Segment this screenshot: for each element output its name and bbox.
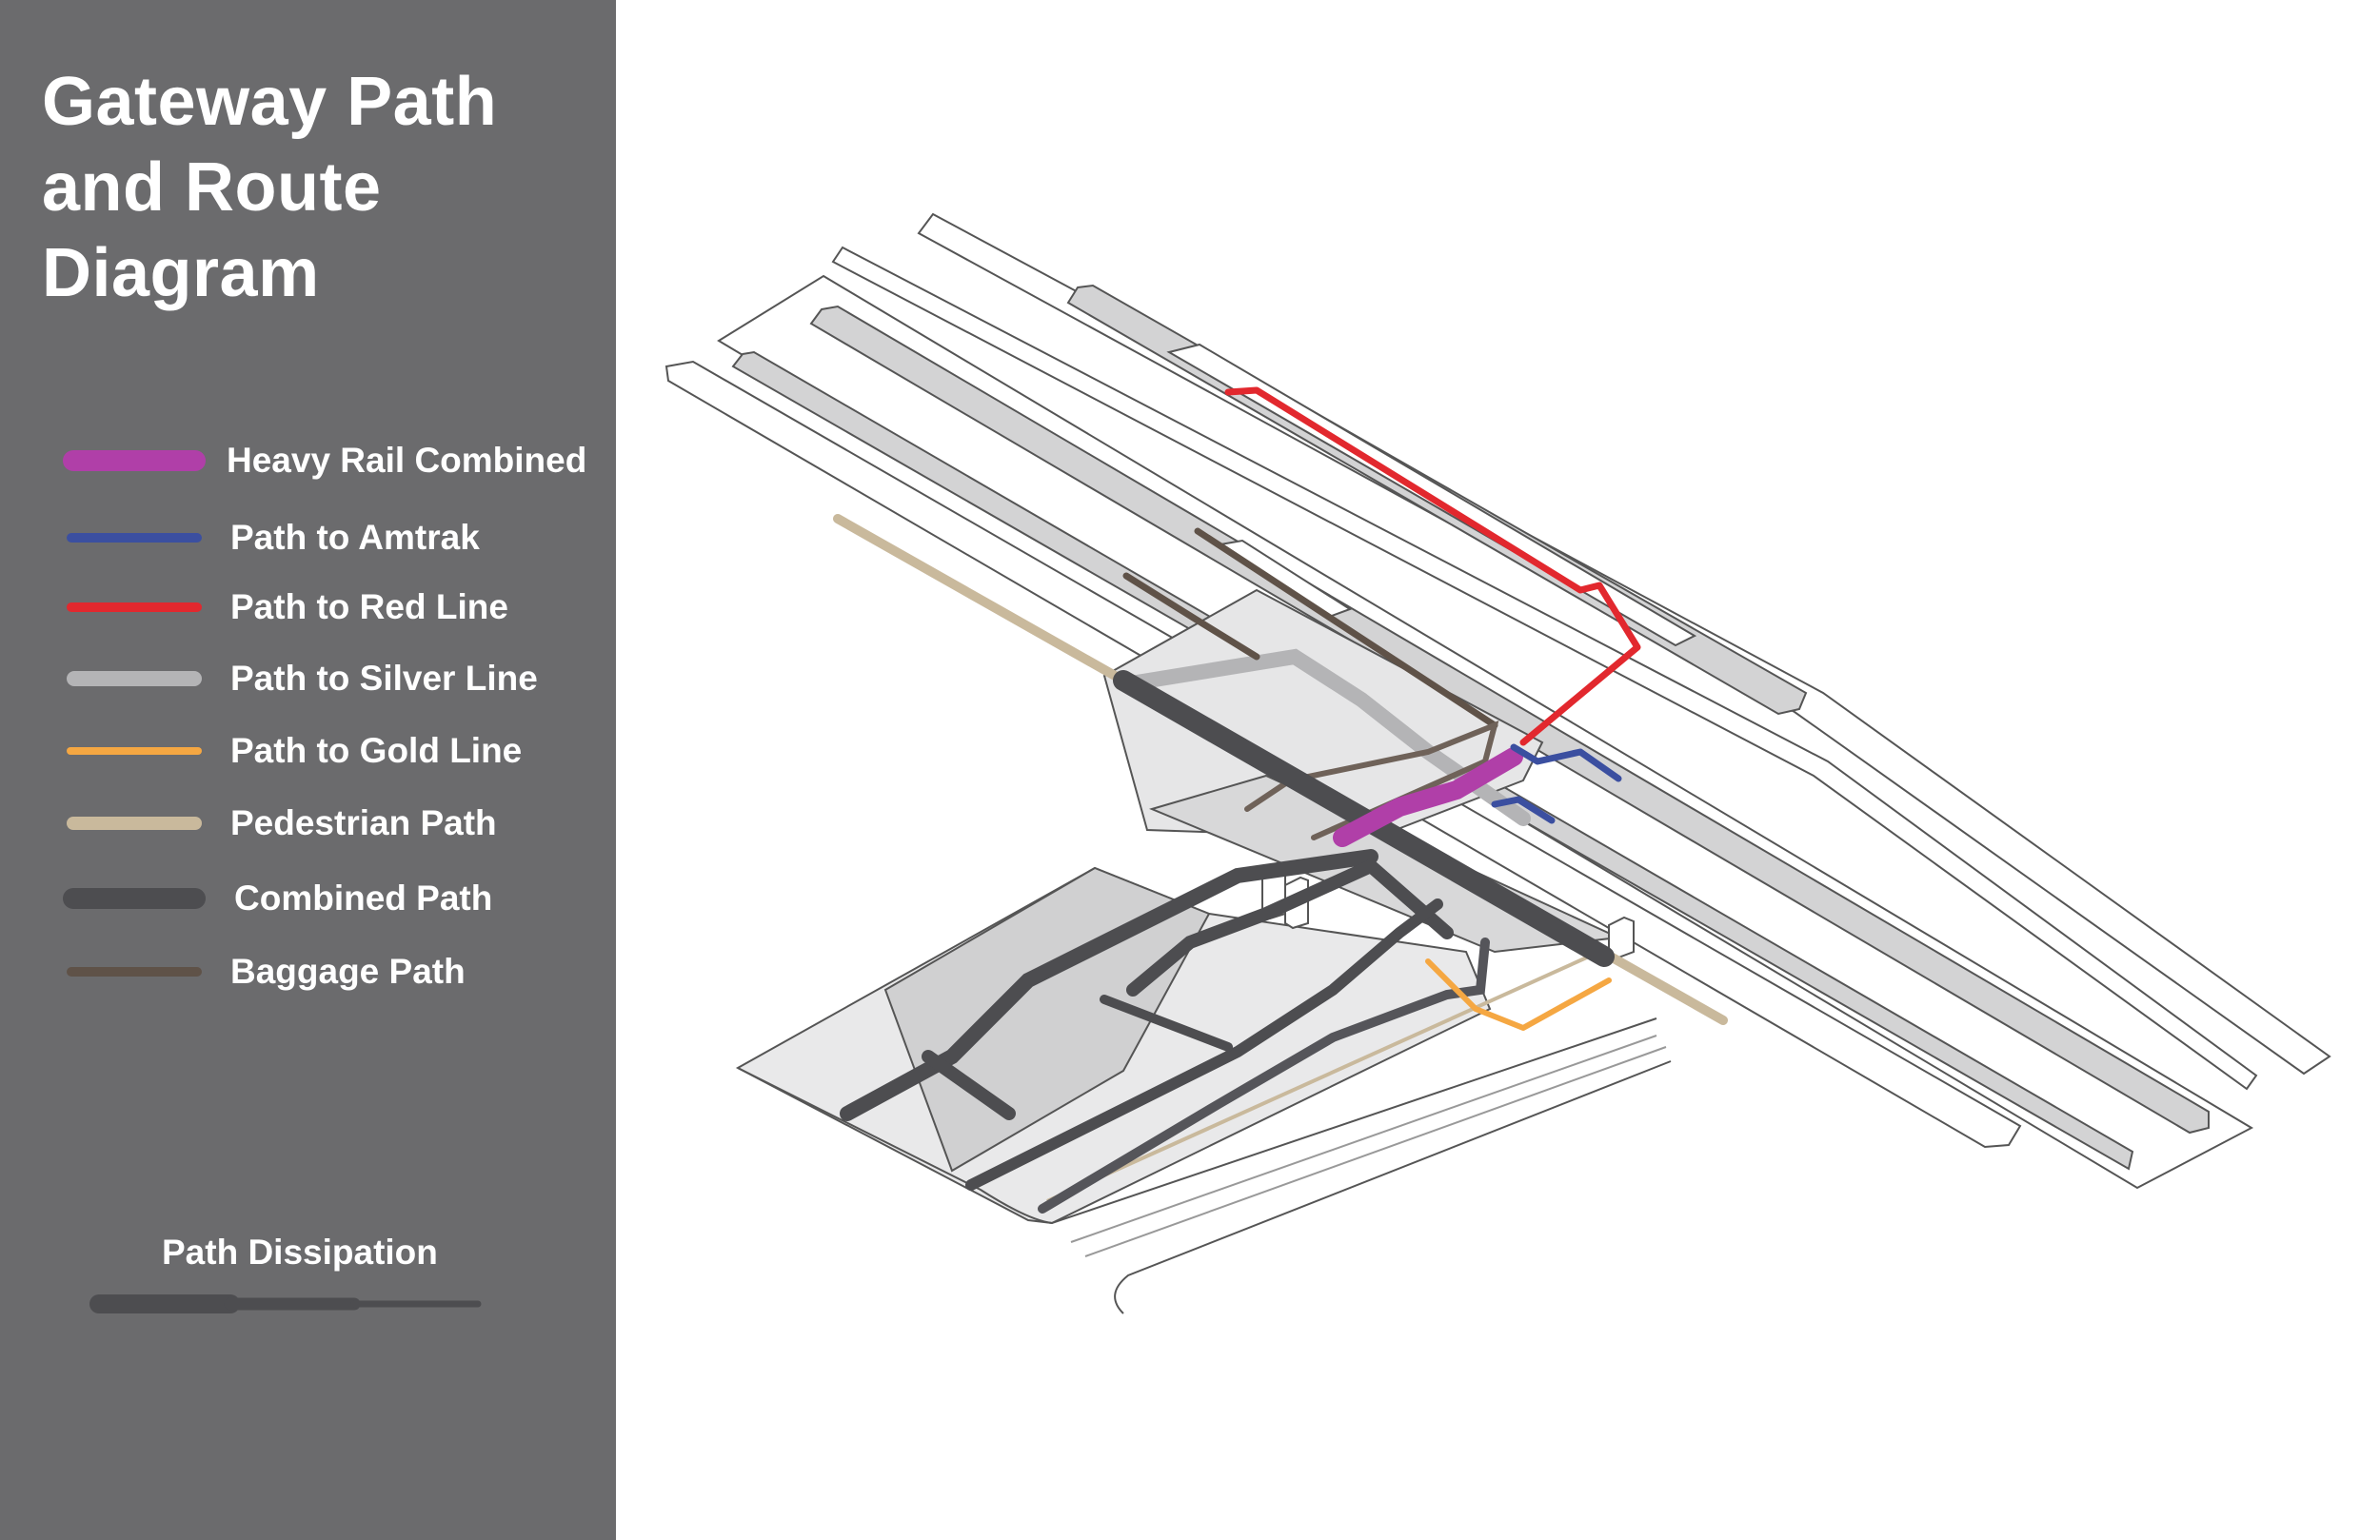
legend-swatch-combined-path — [63, 888, 206, 909]
platform-center — [809, 305, 2210, 1135]
legend-swatch-pedestrian-path — [67, 817, 202, 830]
street-line-2 — [1084, 1046, 1667, 1257]
legend-item-baggage-path: Baggage Path — [67, 952, 466, 991]
amtrak-path-south — [1491, 796, 1556, 824]
legend-label-path-to-silver-line: Path to Silver Line — [230, 659, 538, 698]
combined-path-connector — [922, 1050, 1016, 1120]
legend-label-path-to-amtrak: Path to Amtrak — [230, 518, 480, 557]
path-dissipation-graphic — [89, 1294, 482, 1313]
heavy-rail-combined-path — [1333, 747, 1523, 847]
track-outline-upper — [831, 246, 2258, 1091]
legend-label-baggage-path: Baggage Path — [230, 952, 466, 991]
legend-swatch-path-to-red-line — [67, 602, 202, 612]
path-dissipation-label: Path Dissipation — [162, 1233, 438, 1272]
isometric-station-diagram — [664, 212, 2331, 1314]
combined-path-plaza-mid — [1126, 858, 1454, 997]
plaza-block — [883, 866, 1211, 1173]
amtrak-path-north — [1510, 743, 1622, 782]
concourse-upper-deck — [1102, 588, 1544, 839]
legend-swatch-path-to-silver-line — [67, 671, 202, 686]
street-curb-1 — [737, 1017, 1657, 1225]
legend-item-path-to-silver-line: Path to Silver Line — [67, 659, 538, 698]
legend-swatch-heavy-rail-combined — [63, 450, 206, 471]
legend-item-heavy-rail-combined: Heavy Rail Combined — [63, 441, 587, 480]
combined-path-link — [1100, 995, 1233, 1052]
legend-item-pedestrian-path: Pedestrian Path — [67, 803, 497, 842]
baggage-path-west — [1122, 572, 1260, 661]
baggage-path-north — [1194, 527, 1498, 729]
legend-label-path-to-red-line: Path to Red Line — [230, 587, 508, 626]
track-outline-south — [664, 360, 2022, 1149]
combined-path-ramp-2 — [1038, 938, 1490, 1214]
legend-label-combined-path: Combined Path — [234, 879, 493, 918]
street-curb-2 — [1114, 1060, 1672, 1314]
baggage-path-loop — [1244, 721, 1499, 840]
combined-path-ramp-1 — [965, 898, 1443, 1191]
legend-swatch-baggage-path — [67, 967, 202, 977]
gold-line-path — [1425, 958, 1612, 1031]
legend-swatch-path-to-amtrak — [67, 533, 202, 543]
track-outline-north — [917, 212, 2331, 1076]
legend-label-pedestrian-path: Pedestrian Path — [230, 803, 497, 842]
legend-item-combined-path: Combined Path — [63, 879, 492, 918]
legend-label-heavy-rail-combined: Heavy Rail Combined — [227, 441, 587, 480]
legend-swatch-path-to-gold-line — [67, 747, 202, 755]
legend-sidebar: Gateway Path and Route Diagram Heavy Rai… — [0, 0, 616, 1540]
page-title: Gateway Path and Route Diagram — [42, 64, 498, 311]
legend-item-path-to-red-line: Path to Red Line — [67, 587, 508, 626]
street-line-1 — [1070, 1035, 1657, 1243]
track-outline-center — [717, 274, 2254, 1190]
legend-item-path-to-gold-line: Path to Gold Line — [67, 731, 523, 770]
legend-label-path-to-gold-line: Path to Gold Line — [230, 731, 523, 770]
legend-item-path-to-amtrak: Path to Amtrak — [67, 518, 480, 557]
combined-path-plaza-west — [840, 849, 1378, 1121]
red-line-path — [1224, 386, 1641, 746]
pedestrian-path-street — [1046, 950, 1600, 1203]
